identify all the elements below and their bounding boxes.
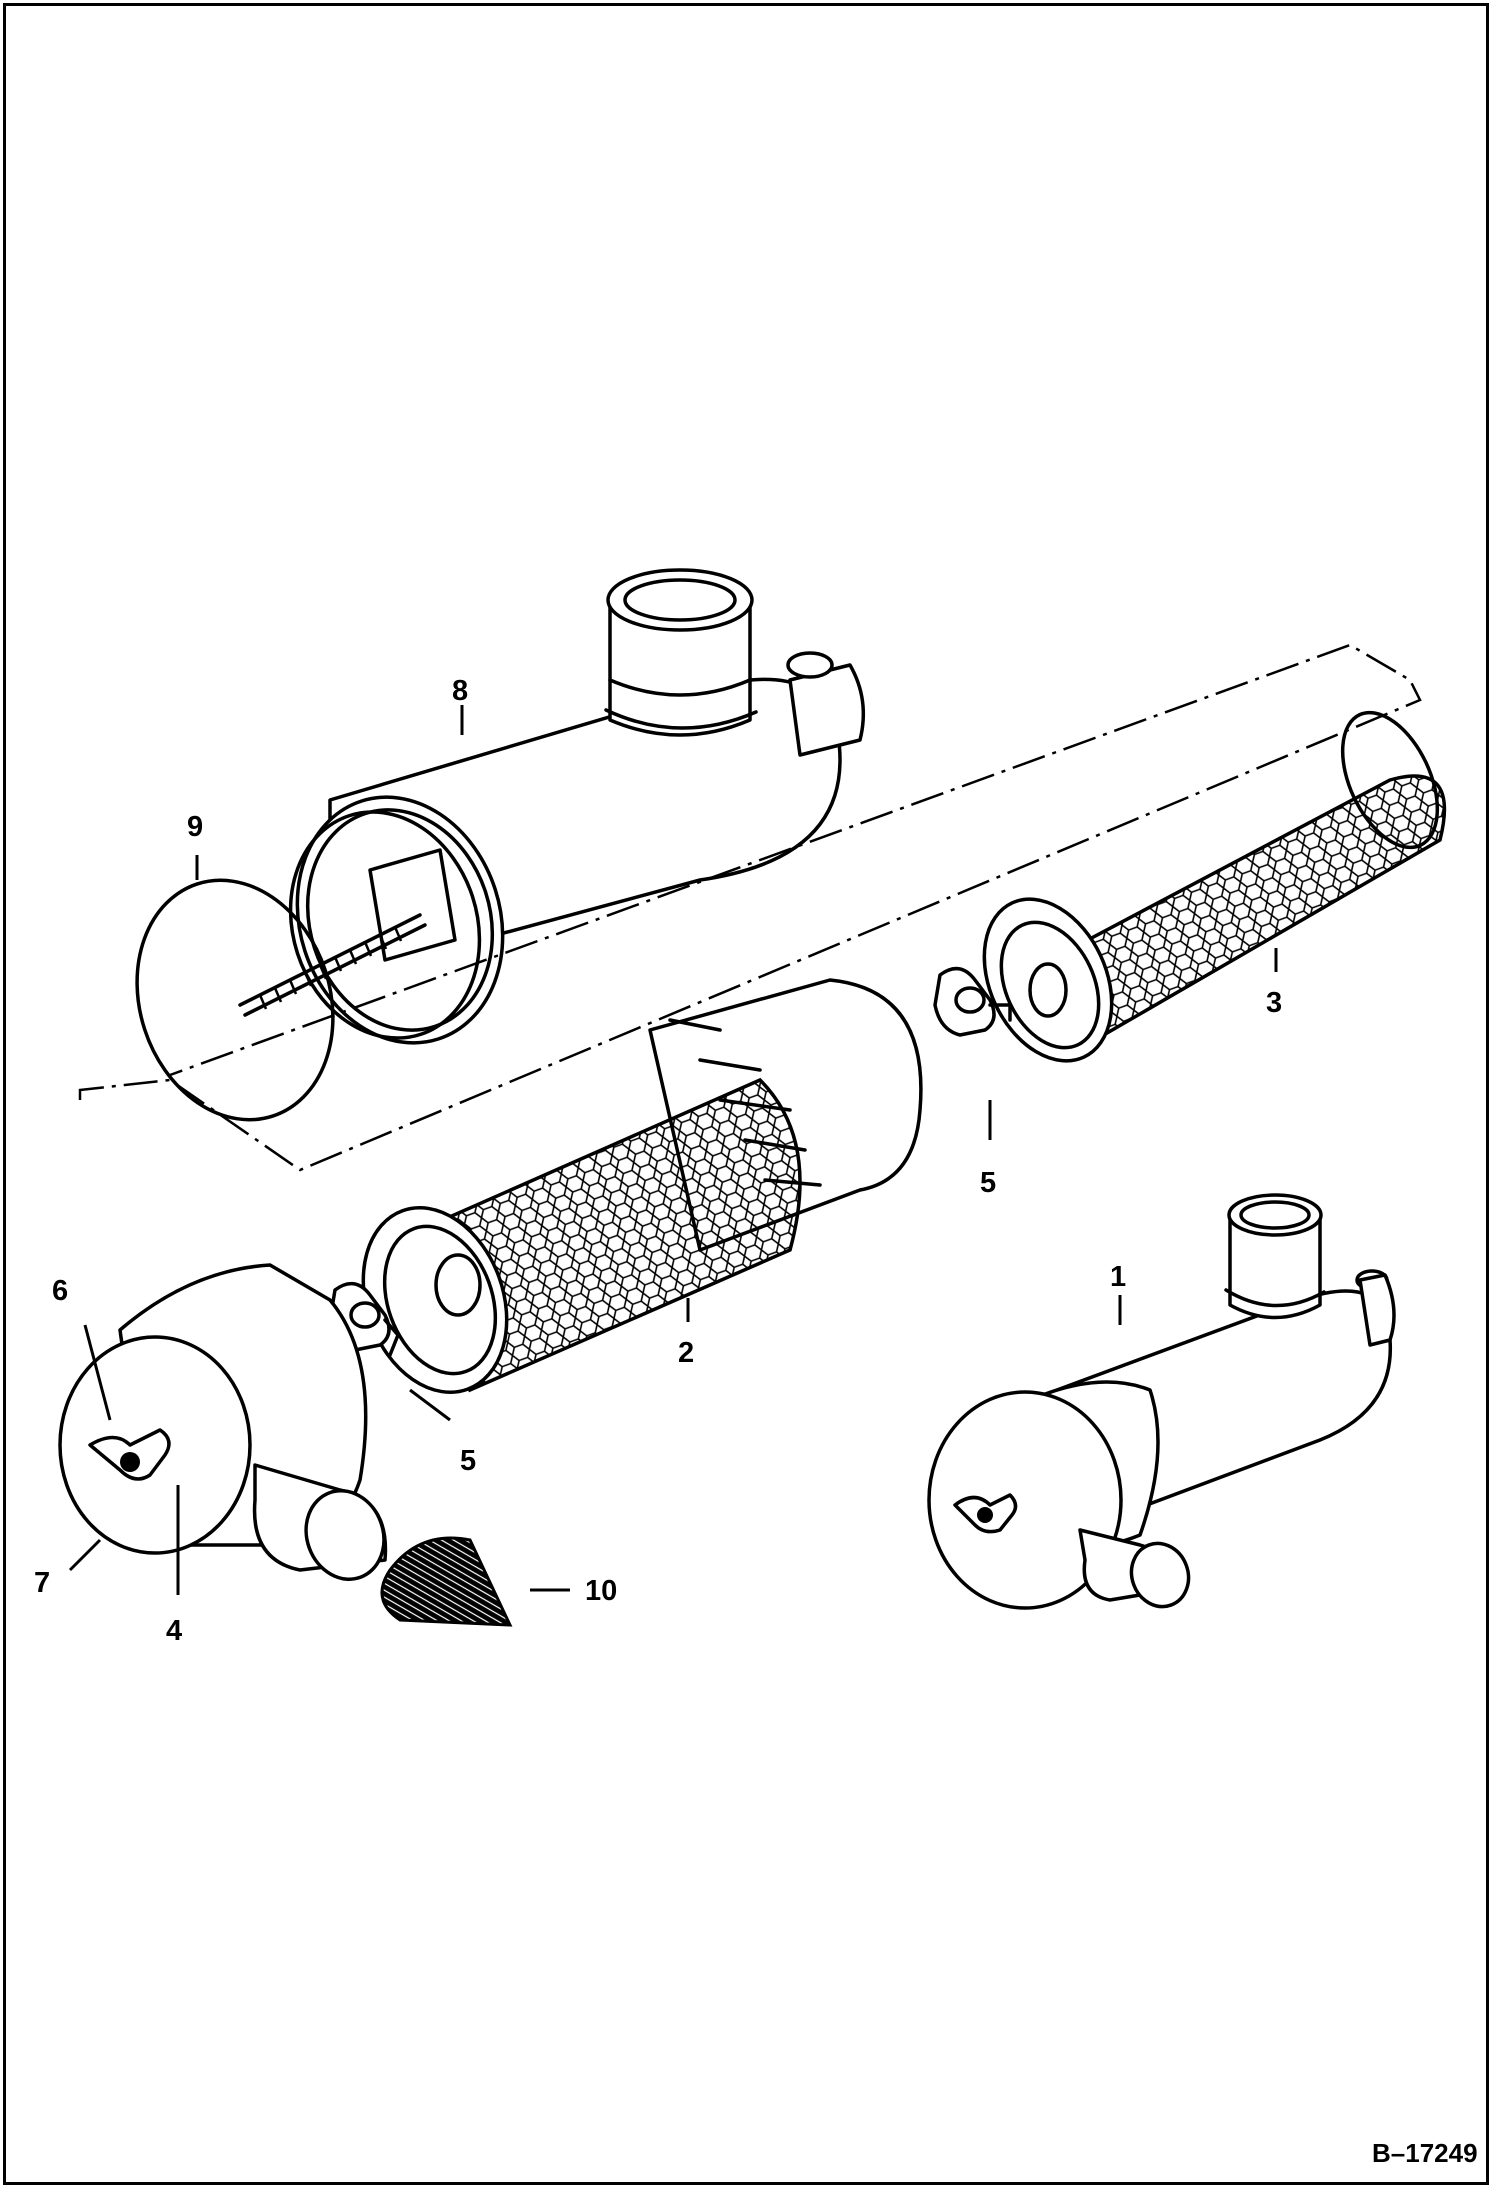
- drawing-frame: [3, 3, 1489, 2185]
- wing-nut-part-5-upper: [933, 966, 1012, 1037]
- primary-filter-element-part-2: [361, 978, 923, 1395]
- assembly-axis-line: [78, 643, 1422, 1172]
- callout-6: 6: [52, 1275, 68, 1307]
- callout-5-upper: 5: [980, 1167, 996, 1199]
- wing-nut-part-6: [88, 1428, 171, 1481]
- callout-8: 8: [452, 675, 468, 707]
- callout-10: 10: [585, 1575, 617, 1607]
- callout-7: 7: [34, 1567, 50, 1599]
- leader-lines: [68, 705, 1278, 1595]
- figure-id-label: B–17249: [1372, 2138, 1478, 2168]
- evacuator-valve-part-10: [380, 1536, 513, 1627]
- gasket-part-9: [135, 878, 335, 1122]
- safety-filter-element-part-3: [982, 710, 1447, 1063]
- callout-4: 4: [166, 1615, 182, 1647]
- callout-5-lower: 5: [460, 1445, 476, 1477]
- callout-9: 9: [187, 811, 203, 843]
- air-cleaner-housing-part-8: [238, 568, 866, 1045]
- assembled-air-cleaner-part-1: [927, 1193, 1396, 1610]
- callout-2: 2: [678, 1337, 694, 1369]
- callout-1: 1: [1110, 1261, 1126, 1293]
- dust-cover-part-7: [58, 1263, 388, 1581]
- callout-3: 3: [1266, 987, 1282, 1019]
